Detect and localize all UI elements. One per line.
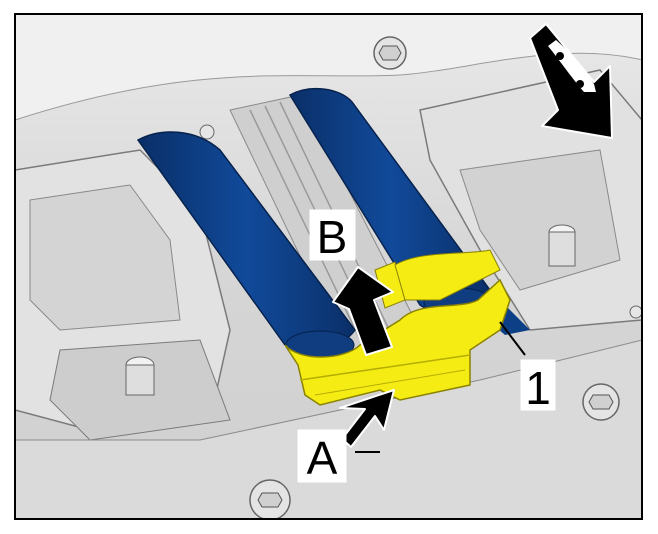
part-1-leader-line bbox=[499, 321, 526, 356]
yellow-cable-clip bbox=[284, 249, 511, 406]
bolt-icon bbox=[249, 479, 291, 519]
label-b-box: B bbox=[309, 209, 356, 263]
vehicle-front-direction-arrow-icon bbox=[529, 23, 613, 139]
label-part-1: 1 bbox=[525, 362, 551, 414]
cable-left bbox=[136, 131, 356, 360]
label-1-box: 1 bbox=[520, 359, 556, 414]
bolt-icon bbox=[373, 36, 407, 70]
label-b: B bbox=[317, 211, 348, 263]
label-a-box: A bbox=[297, 429, 347, 484]
label-a: A bbox=[307, 432, 338, 484]
bolt-icon bbox=[582, 383, 620, 421]
diagram-border bbox=[14, 13, 643, 520]
black-push-arrow-icon bbox=[339, 389, 395, 448]
black-lift-arrow-icon bbox=[332, 266, 394, 356]
